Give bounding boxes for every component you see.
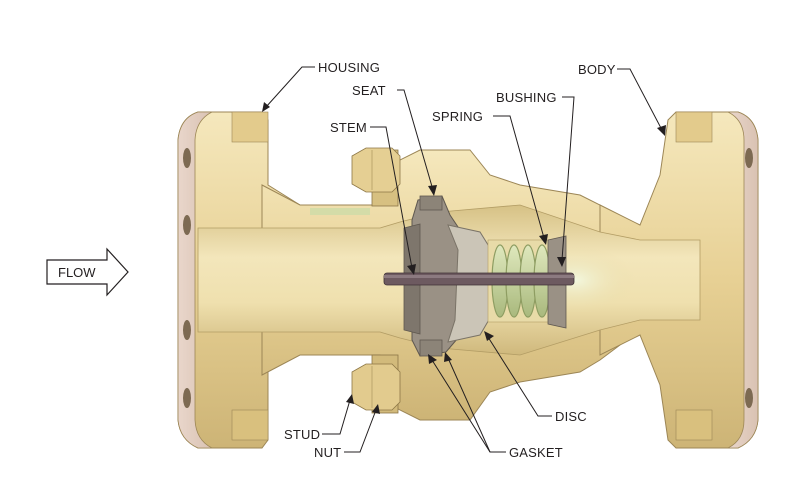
bolt-hole bbox=[183, 388, 191, 408]
label-body: BODY bbox=[578, 62, 616, 77]
nut-top bbox=[351, 147, 401, 193]
stud-nut-top bbox=[351, 147, 401, 207]
label-seat: SEAT bbox=[352, 83, 386, 98]
labels: HOUSING SEAT STEM SPRING BUSHING BODY ST… bbox=[284, 60, 616, 460]
bolt-hole bbox=[183, 148, 191, 168]
flow-arrow: FLOW bbox=[46, 247, 129, 297]
label-spring: SPRING bbox=[432, 109, 483, 124]
bolt-hole bbox=[183, 320, 191, 340]
bolt-hole bbox=[745, 148, 753, 168]
stem bbox=[383, 272, 575, 286]
bolt-hole bbox=[745, 388, 753, 408]
label-stud: STUD bbox=[284, 427, 320, 442]
stud-nut-bottom bbox=[351, 354, 401, 414]
label-gasket: GASKET bbox=[509, 445, 563, 460]
label-disc: DISC bbox=[555, 409, 587, 424]
leader-lines bbox=[262, 66, 666, 453]
flow-label: FLOW bbox=[58, 265, 96, 280]
flow-arrow-shape bbox=[46, 247, 129, 297]
bolt-hole bbox=[183, 215, 191, 235]
label-nut: NUT bbox=[314, 445, 341, 460]
label-housing: HOUSING bbox=[318, 60, 380, 75]
label-stem: STEM bbox=[330, 120, 367, 135]
label-bushing: BUSHING bbox=[496, 90, 557, 105]
nut-bottom bbox=[351, 363, 401, 411]
